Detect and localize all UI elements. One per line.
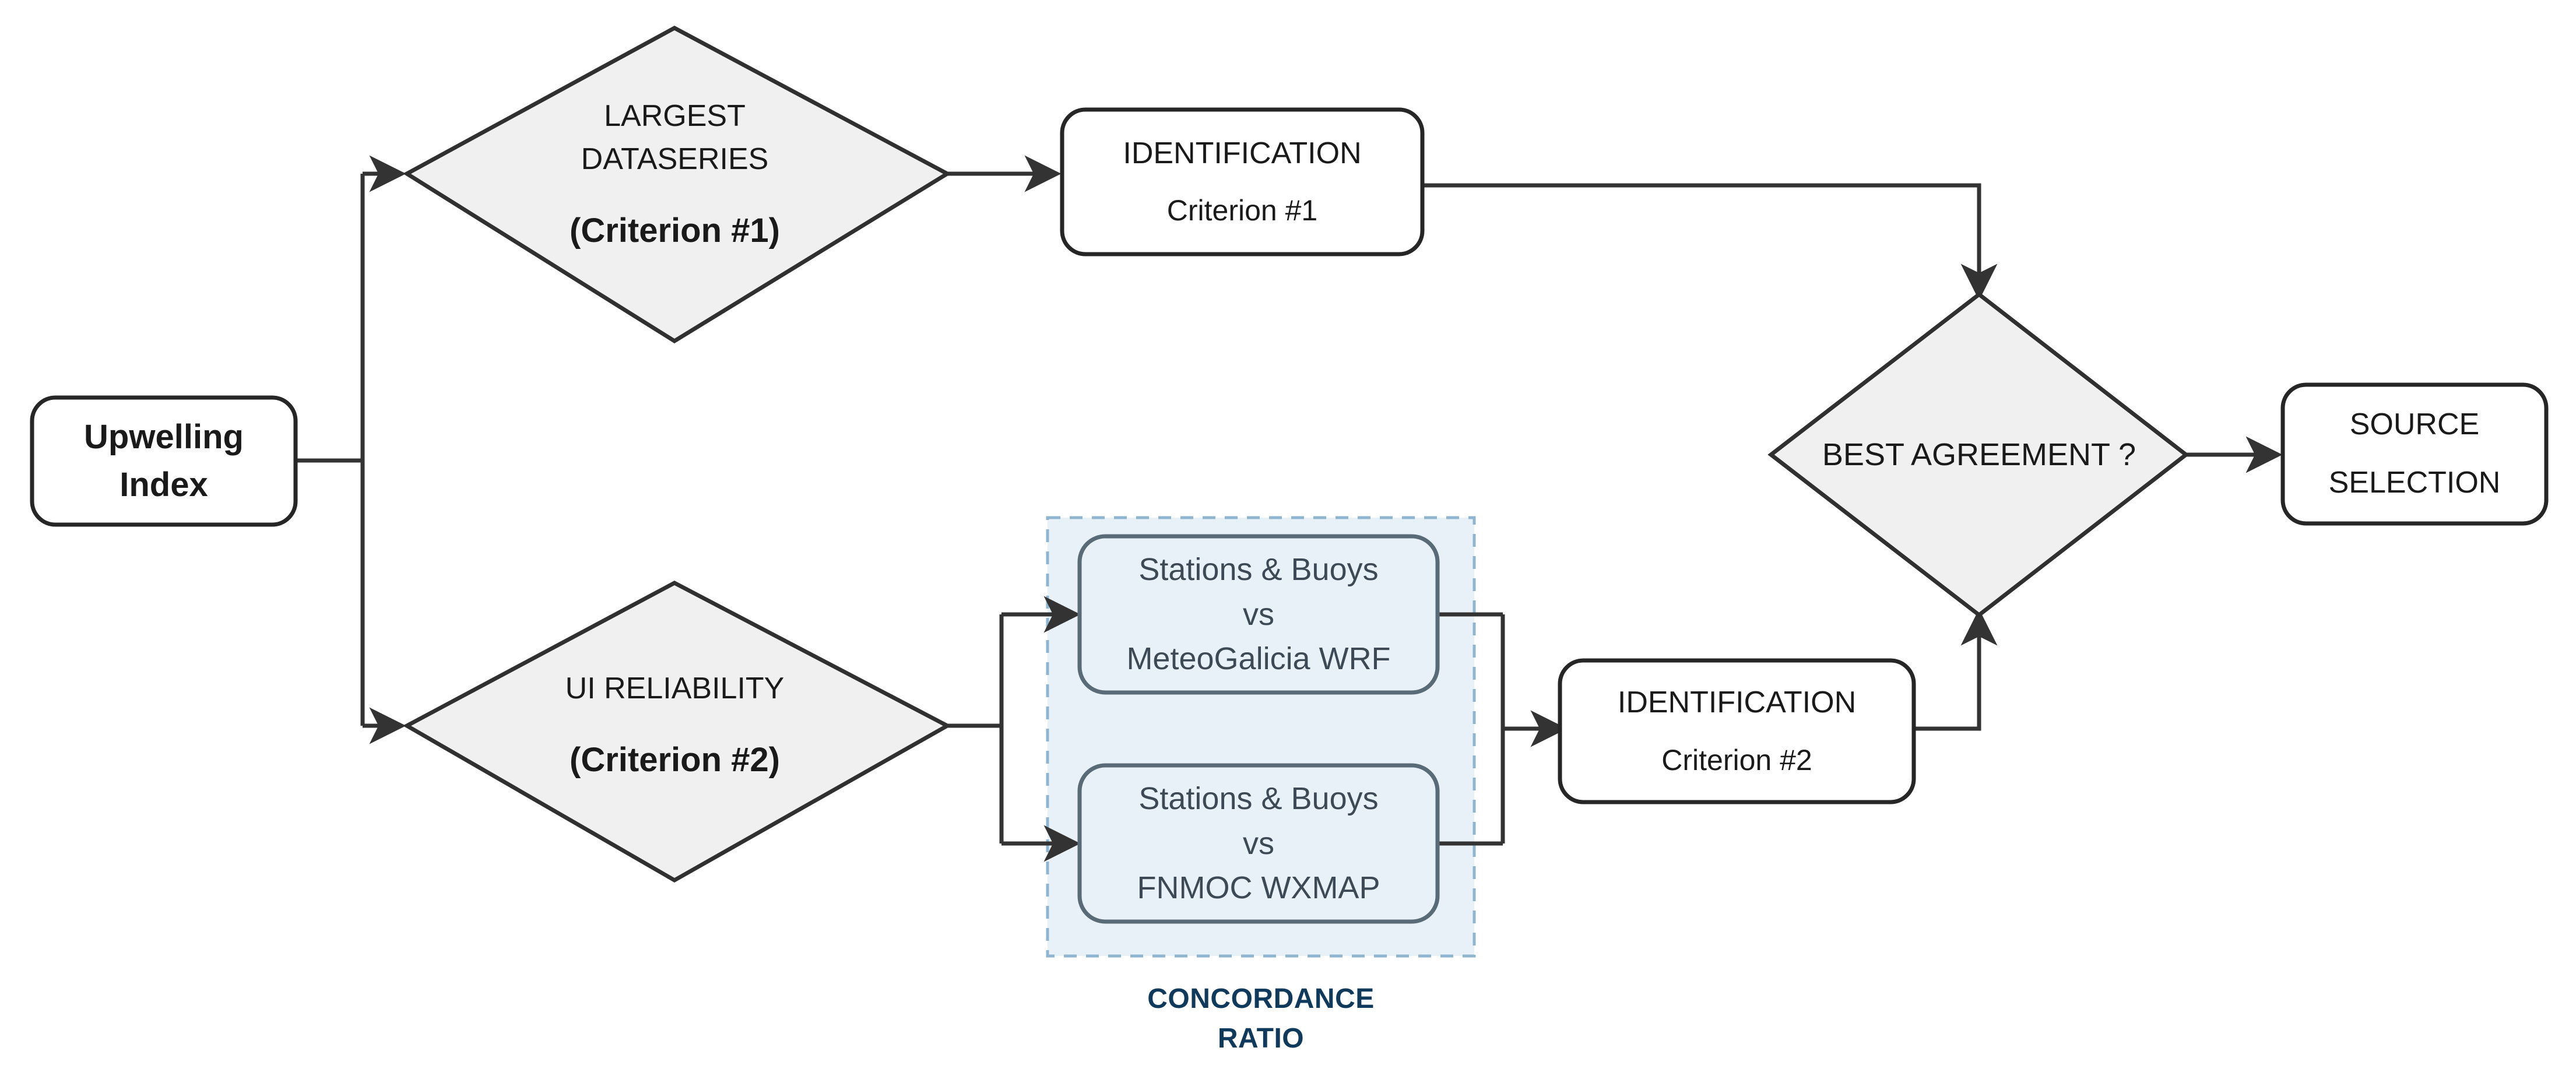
concordance-caption-line-1: CONCORDANCE <box>1147 983 1375 1014</box>
node-shape-identification2[interactable] <box>1558 658 1916 804</box>
node-shape-criterion2-diamond[interactable] <box>402 581 952 883</box>
concordance-group-caption: CONCORDANCE RATIO <box>1048 979 1474 1059</box>
edge-identification1-to-best-agreement <box>1422 183 1998 301</box>
node-shape-identification1[interactable] <box>1060 107 1425 256</box>
node-shape-comparison-wxmap[interactable] <box>1077 763 1440 924</box>
node-shape-criterion1-diamond[interactable] <box>403 26 952 344</box>
node-shape-comparison-wrf[interactable] <box>1077 534 1440 695</box>
node-shape-best-agreement-diamond[interactable] <box>1767 291 2190 618</box>
edge-identification2-to-best-agreement <box>1914 609 1998 731</box>
concordance-caption-line-2: RATIO <box>1217 1023 1305 1055</box>
node-shape-source-selection[interactable] <box>2280 382 2549 526</box>
node-shape-start[interactable] <box>30 395 298 527</box>
